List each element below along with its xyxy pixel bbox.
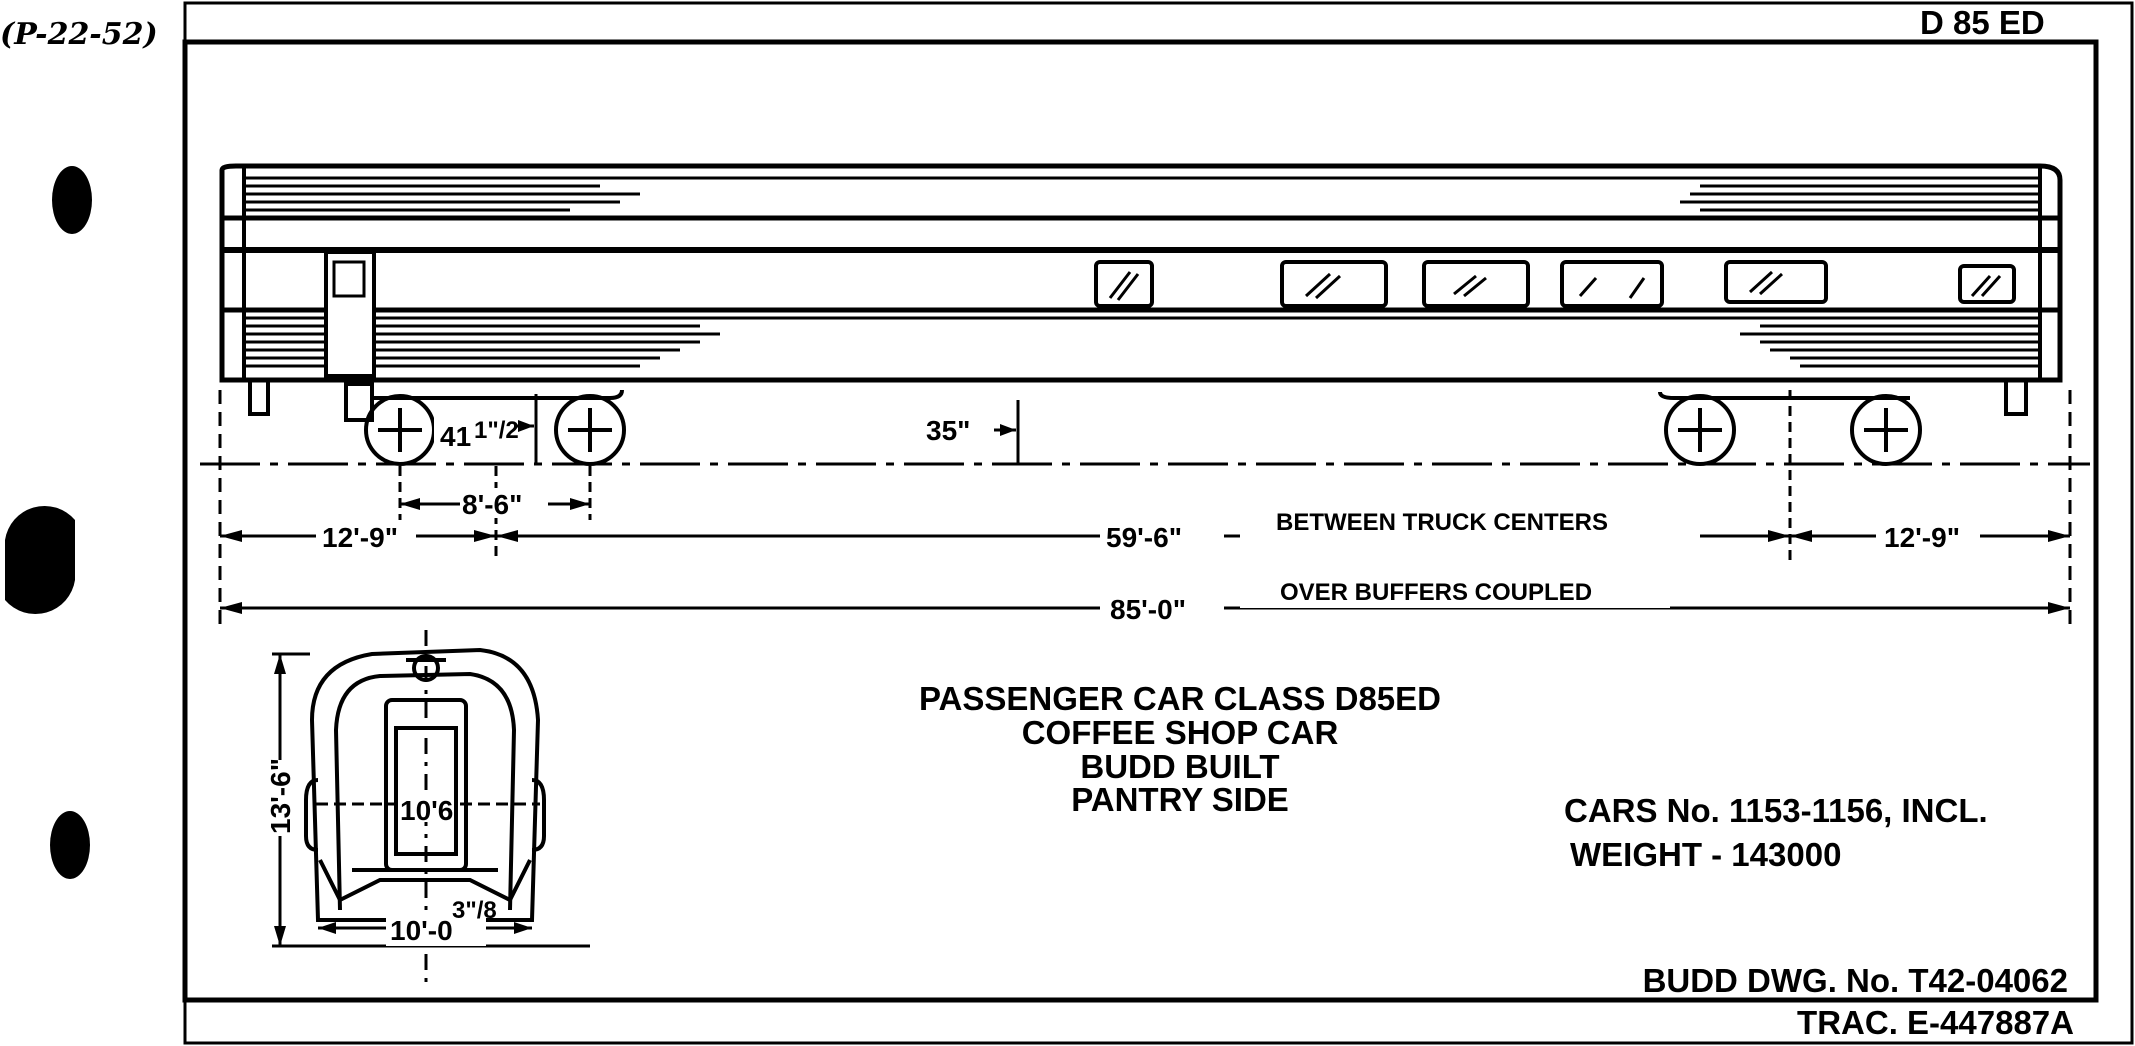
car-weight: WEIGHT - 143000 [1570, 836, 1841, 873]
car-side-elevation [200, 163, 2090, 466]
title-line-2: COFFEE SHOP CAR [1022, 714, 1339, 751]
dim-overall-length-label: OVER BUFFERS COUPLED [1280, 579, 1592, 606]
dim-truck-centers: 59'-6" [1106, 522, 1182, 553]
truck-wheels [364, 394, 1922, 466]
drawing-references: BUDD DWG. No. T42-04062 TRAC. E-447887A [1643, 962, 2074, 1041]
punch-holes [5, 166, 92, 879]
dim-wheel-height: 41 [440, 421, 471, 452]
dim-end-height: 13'-6" [265, 758, 296, 834]
dim-wheel-height-fraction: 1"/2 [474, 417, 519, 444]
budd-drawing-number: BUDD DWG. No. T42-04062 [1643, 962, 2068, 999]
dim-end-width-fraction: 3"/8 [452, 897, 497, 924]
dim-floor-height: 35" [926, 415, 970, 446]
car-info: CARS No. 1153-1156, INCL. WEIGHT - 14300… [1564, 792, 1988, 873]
dimension-arrowheads [220, 420, 2070, 614]
tracing-number: TRAC. E-447887A [1797, 1004, 2074, 1041]
cars-numbers: CARS No. 1153-1156, INCL. [1564, 792, 1988, 829]
dim-overhang-left: 12'-9" [322, 522, 398, 553]
dim-end-inner-width: 10'6 [400, 795, 453, 826]
title-line-4: PANTRY SIDE [1071, 781, 1289, 818]
dim-overhang-right: 12'-9" [1884, 522, 1960, 553]
dim-overall-length: 85'-0" [1110, 594, 1186, 625]
drawing-frame [182, 39, 2099, 1003]
corner-note: (P-22-52) [0, 17, 158, 52]
dim-truck-centers-label: BETWEEN TRUCK CENTERS [1276, 509, 1608, 536]
title-line-1: PASSENGER CAR CLASS D85ED [919, 680, 1441, 717]
drawing-code: D 85 ED [1920, 4, 2045, 41]
title-block: PASSENGER CAR CLASS D85ED COFFEE SHOP CA… [919, 680, 1441, 818]
dim-axle-spacing: 8'-6" [462, 489, 522, 520]
title-line-3: BUDD BUILT [1080, 748, 1279, 785]
dim-end-width: 10'-0 [390, 915, 453, 946]
